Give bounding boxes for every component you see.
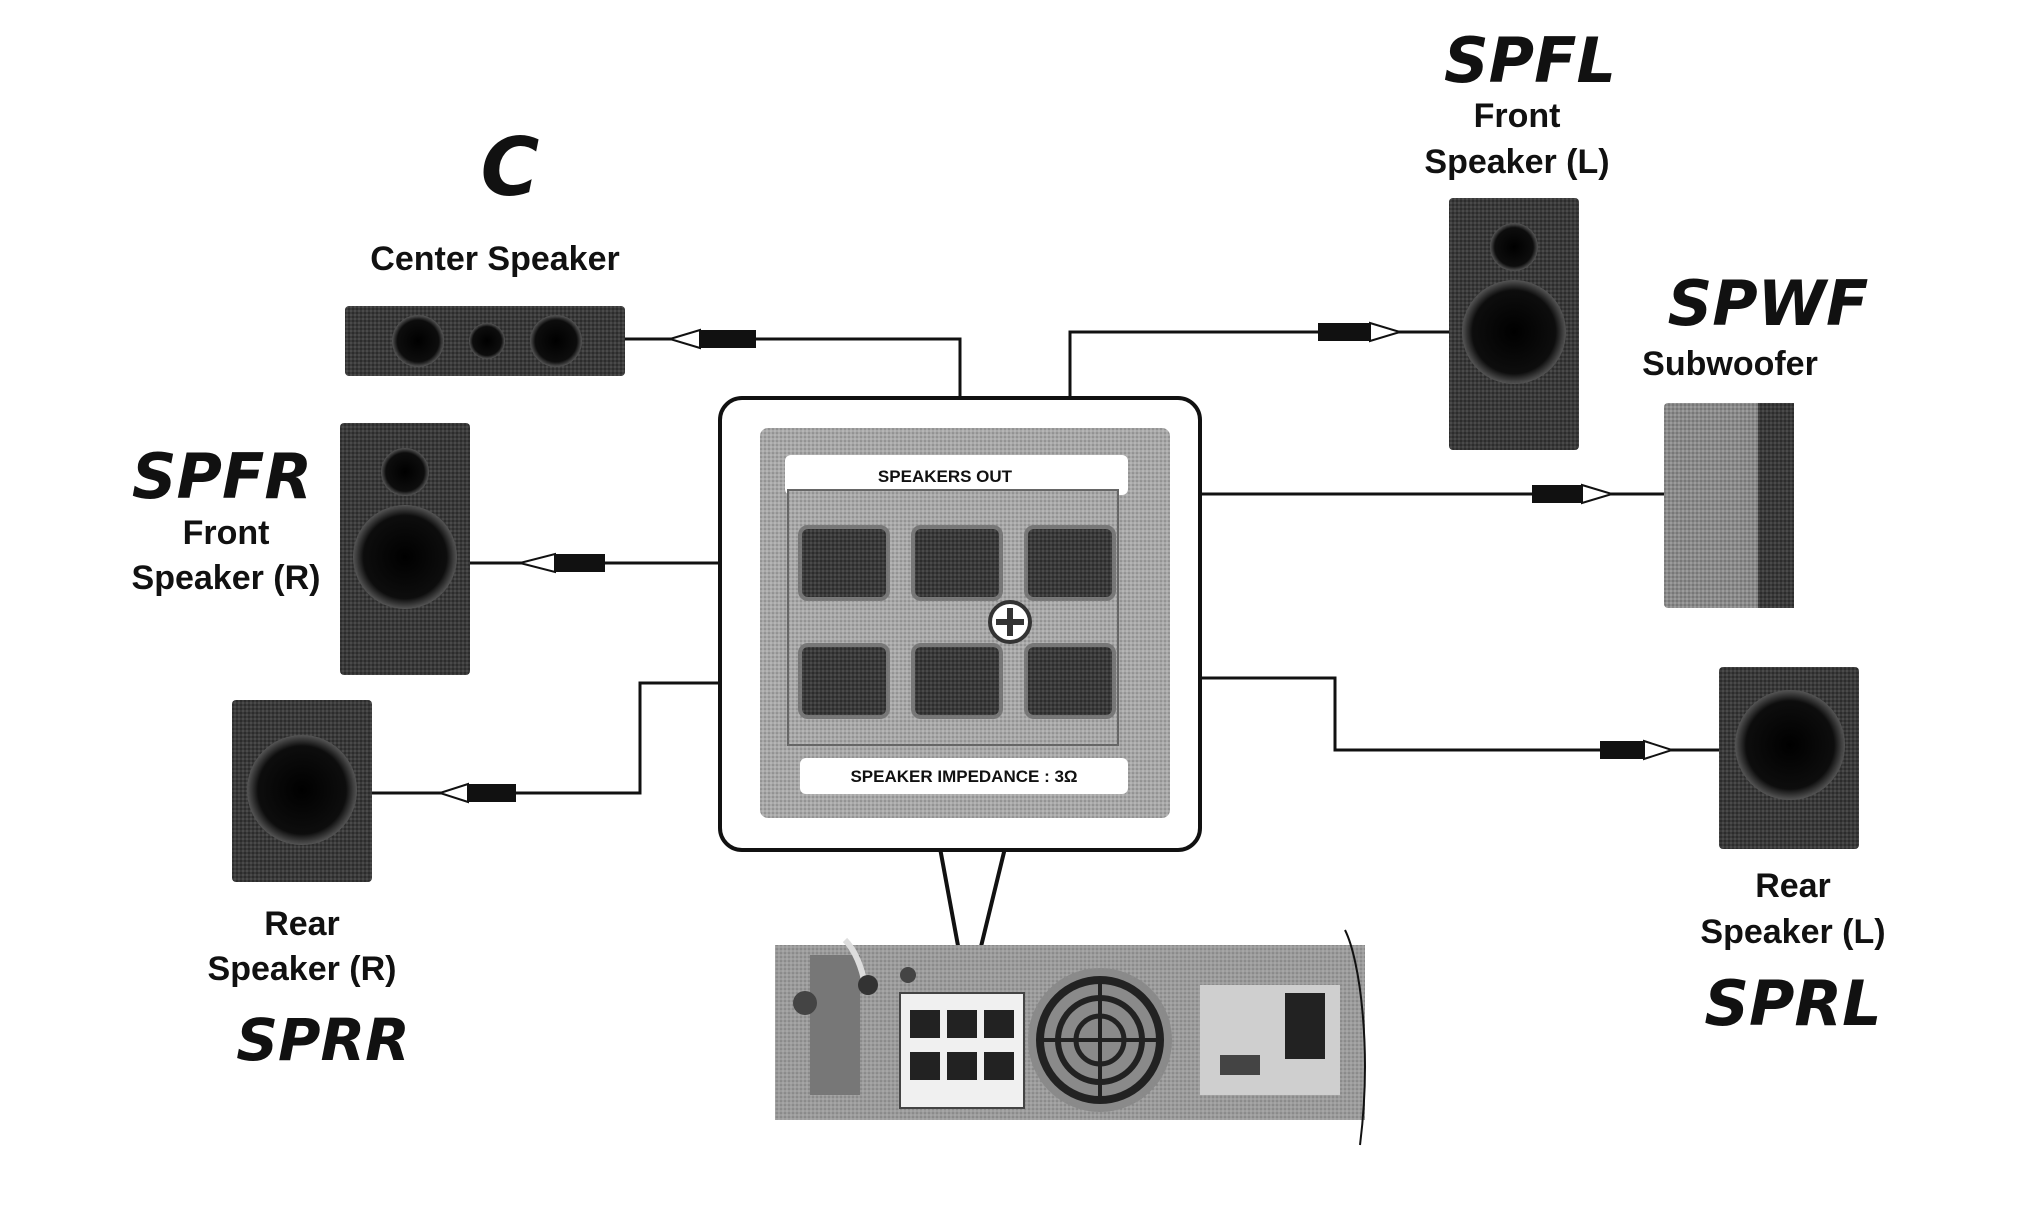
code-center: C [481, 121, 540, 214]
terminal-center [911, 525, 1003, 601]
wire-plugs [436, 321, 1676, 804]
code-front-right: SPFR [132, 440, 312, 513]
terminal-rear-right [798, 643, 890, 719]
code-subwoofer: SPWF [1668, 267, 1869, 340]
rear-left-woofer [1735, 690, 1845, 800]
speaker-labels: Center Speaker Front Speaker (L) Subwoof… [132, 97, 1886, 988]
terminal-subwoofer [911, 643, 1003, 719]
plug-front-left [1318, 321, 1404, 343]
rear-right-woofer [247, 735, 357, 845]
front-left-woofer [1462, 280, 1566, 384]
label-front-right-line2: Speaker (R) [132, 559, 321, 597]
receiver-jack-icon [858, 975, 878, 995]
cooling-fan-icon [1028, 968, 1172, 1112]
label-rear-right-line2: Speaker (R) [208, 950, 397, 988]
center-woofer-left [392, 315, 444, 367]
power-socket-icon [1285, 993, 1325, 1059]
subwoofer-side [1758, 403, 1794, 608]
receiver-screw2-icon [900, 967, 916, 983]
panel-title: SPEAKERS OUT [878, 467, 1013, 486]
front-right-tweeter [381, 448, 429, 496]
receiver-mini-terminals [910, 1010, 1014, 1080]
panel-impedance: SPEAKER IMPEDANCE : 3Ω [850, 767, 1077, 786]
label-front-left-line2: Speaker (L) [1424, 143, 1609, 181]
terminal-rear-left [1024, 643, 1116, 719]
label-rear-left-line2: Speaker (L) [1700, 913, 1885, 951]
impedance-strip [800, 758, 1128, 794]
speakers-out-callout: SPEAKERS OUT SPEAKER IMPEDANCE : 3Ω [718, 396, 1202, 1001]
code-rear-right: SPRR [236, 1006, 410, 1074]
rear-left-speaker [1719, 667, 1859, 849]
center-woofer-right [530, 315, 582, 367]
front-right-speaker [340, 423, 470, 675]
front-left-speaker [1449, 198, 1579, 450]
receiver-cut-edge [1344, 929, 1366, 1146]
receiver-port-icon [1220, 1055, 1260, 1075]
rear-right-speaker [232, 700, 372, 882]
front-right-woofer [353, 505, 457, 609]
plug-front-right [519, 552, 605, 574]
plug-center [666, 328, 756, 350]
label-subwoofer: Subwoofer [1642, 345, 1818, 383]
handwritten-codes: C SPFL SPWF SPFR SPRR SPRL [132, 24, 1882, 1074]
code-rear-left: SPRL [1704, 967, 1881, 1040]
label-front-right-line1: Front [183, 514, 270, 552]
receiver-side-panel [810, 955, 860, 1095]
receiver-unit [775, 929, 1366, 1146]
panel-title-strip [785, 455, 1128, 495]
terminal-front-right [798, 525, 890, 601]
plus-knob-icon [988, 600, 1032, 644]
receiver-screw-icon [793, 991, 817, 1015]
plug-subwoofer [1532, 483, 1616, 505]
subwoofer-speaker [1664, 403, 1794, 608]
label-rear-right-line1: Rear [264, 905, 340, 943]
plug-rear-left [1600, 739, 1676, 761]
label-center-speaker: Center Speaker [370, 240, 619, 278]
label-front-left-line1: Front [1474, 97, 1561, 135]
label-rear-left-line1: Rear [1755, 867, 1831, 905]
terminals [798, 525, 1116, 719]
plug-rear-right [436, 782, 516, 804]
front-left-tweeter [1490, 223, 1538, 271]
center-speaker [345, 306, 625, 376]
center-tweeter [469, 323, 505, 359]
code-front-left: SPFL [1444, 24, 1616, 97]
terminal-front-left [1024, 525, 1116, 601]
wire-rear-left [1110, 676, 1719, 752]
